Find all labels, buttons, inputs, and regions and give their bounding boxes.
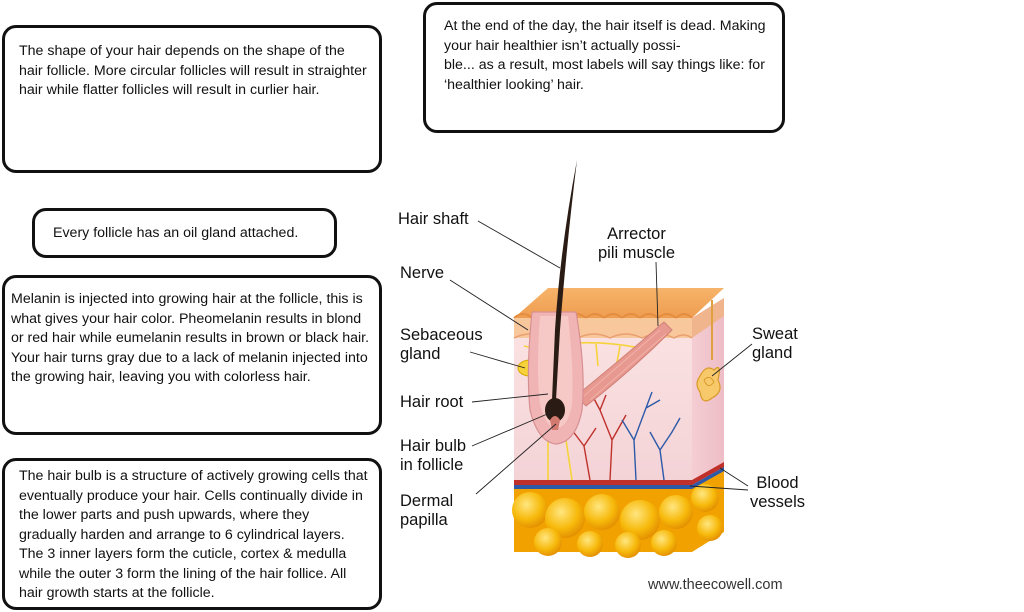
- leader-sweat: [711, 343, 753, 377]
- leader-dermal-papilla: [475, 423, 557, 495]
- label-hair-root: Hair root: [400, 393, 464, 411]
- label-hair-shaft: Hair shaft: [398, 210, 469, 228]
- label-dermal-papilla: Dermal papilla: [400, 492, 454, 529]
- leader-blood-1: [719, 467, 749, 487]
- leader-hair-root: [471, 393, 549, 403]
- label-sebaceous-gland: Sebaceous gland: [400, 326, 483, 363]
- label-hair-bulb: Hair bulb in follicle: [400, 437, 467, 474]
- blood-vessel-band: [514, 462, 724, 489]
- label-sweat-gland: Sweat gland: [752, 325, 798, 362]
- capillaries: [571, 391, 681, 481]
- note-oil-gland: Every follicle has an oil gland attached…: [32, 208, 337, 258]
- note-dead-hair: At the end of the day, the hair itself i…: [423, 2, 785, 133]
- leader-blood-2: [689, 485, 749, 491]
- sweat-gland: [696, 300, 721, 402]
- label-nerve: Nerve: [400, 264, 445, 282]
- note-melanin: Melanin is injected into growing hair at…: [2, 275, 382, 435]
- label-blood-vessels: Blood vessels: [750, 474, 806, 511]
- fat-layer: [512, 470, 724, 558]
- leader-sebaceous: [469, 351, 526, 369]
- leader-nerve: [449, 279, 529, 331]
- leader-hair-shaft: [477, 220, 561, 269]
- note-hair-bulb: The hair bulb is a structure of actively…: [2, 458, 382, 610]
- leader-lines: [449, 220, 753, 495]
- note-follicle-shape: The shape of your hair depends on the sh…: [2, 25, 382, 173]
- label-arrector-pili: Arrector pili muscle: [598, 225, 676, 262]
- leader-arrector: [655, 261, 659, 327]
- leader-hair-bulb: [471, 411, 553, 447]
- arrector-pili-muscle: [575, 321, 673, 407]
- source-credit: www.theecowell.com: [648, 577, 783, 593]
